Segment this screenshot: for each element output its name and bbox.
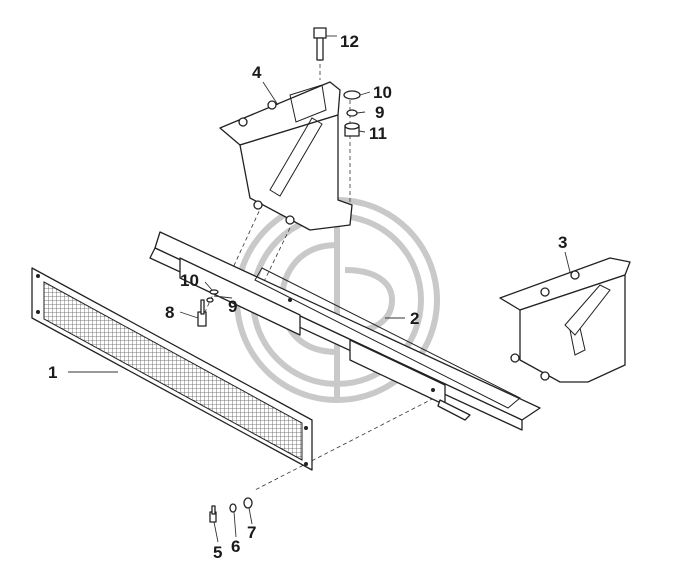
callout-8: 8 [165,303,174,322]
callout-labels: 1 2 3 4 5 6 7 8 9 9 10 10 11 12 [48,32,567,562]
callout-12: 12 [340,32,359,51]
callout-2: 2 [410,309,419,328]
right-bracket [499,257,631,383]
upper-bracket [219,81,353,231]
callout-5: 5 [213,543,222,562]
rail-beam [149,231,541,431]
callout-11: 11 [369,124,387,143]
left-bolt-set [197,289,219,327]
callout-10-left: 10 [180,271,199,290]
callout-10-right: 10 [373,83,392,102]
washer-nut-stack [343,90,361,137]
callout-9-left: 9 [228,297,237,316]
callout-6: 6 [231,537,240,556]
mesh-grille-panel [31,267,313,471]
callout-7: 7 [247,523,256,542]
callout-3: 3 [558,233,567,252]
callout-9-right: 9 [375,103,384,122]
bottom-bolt-set [209,497,253,523]
leader-lines [68,35,571,543]
callout-1: 1 [48,363,57,382]
top-bolt [313,27,327,61]
callout-4: 4 [252,63,262,82]
